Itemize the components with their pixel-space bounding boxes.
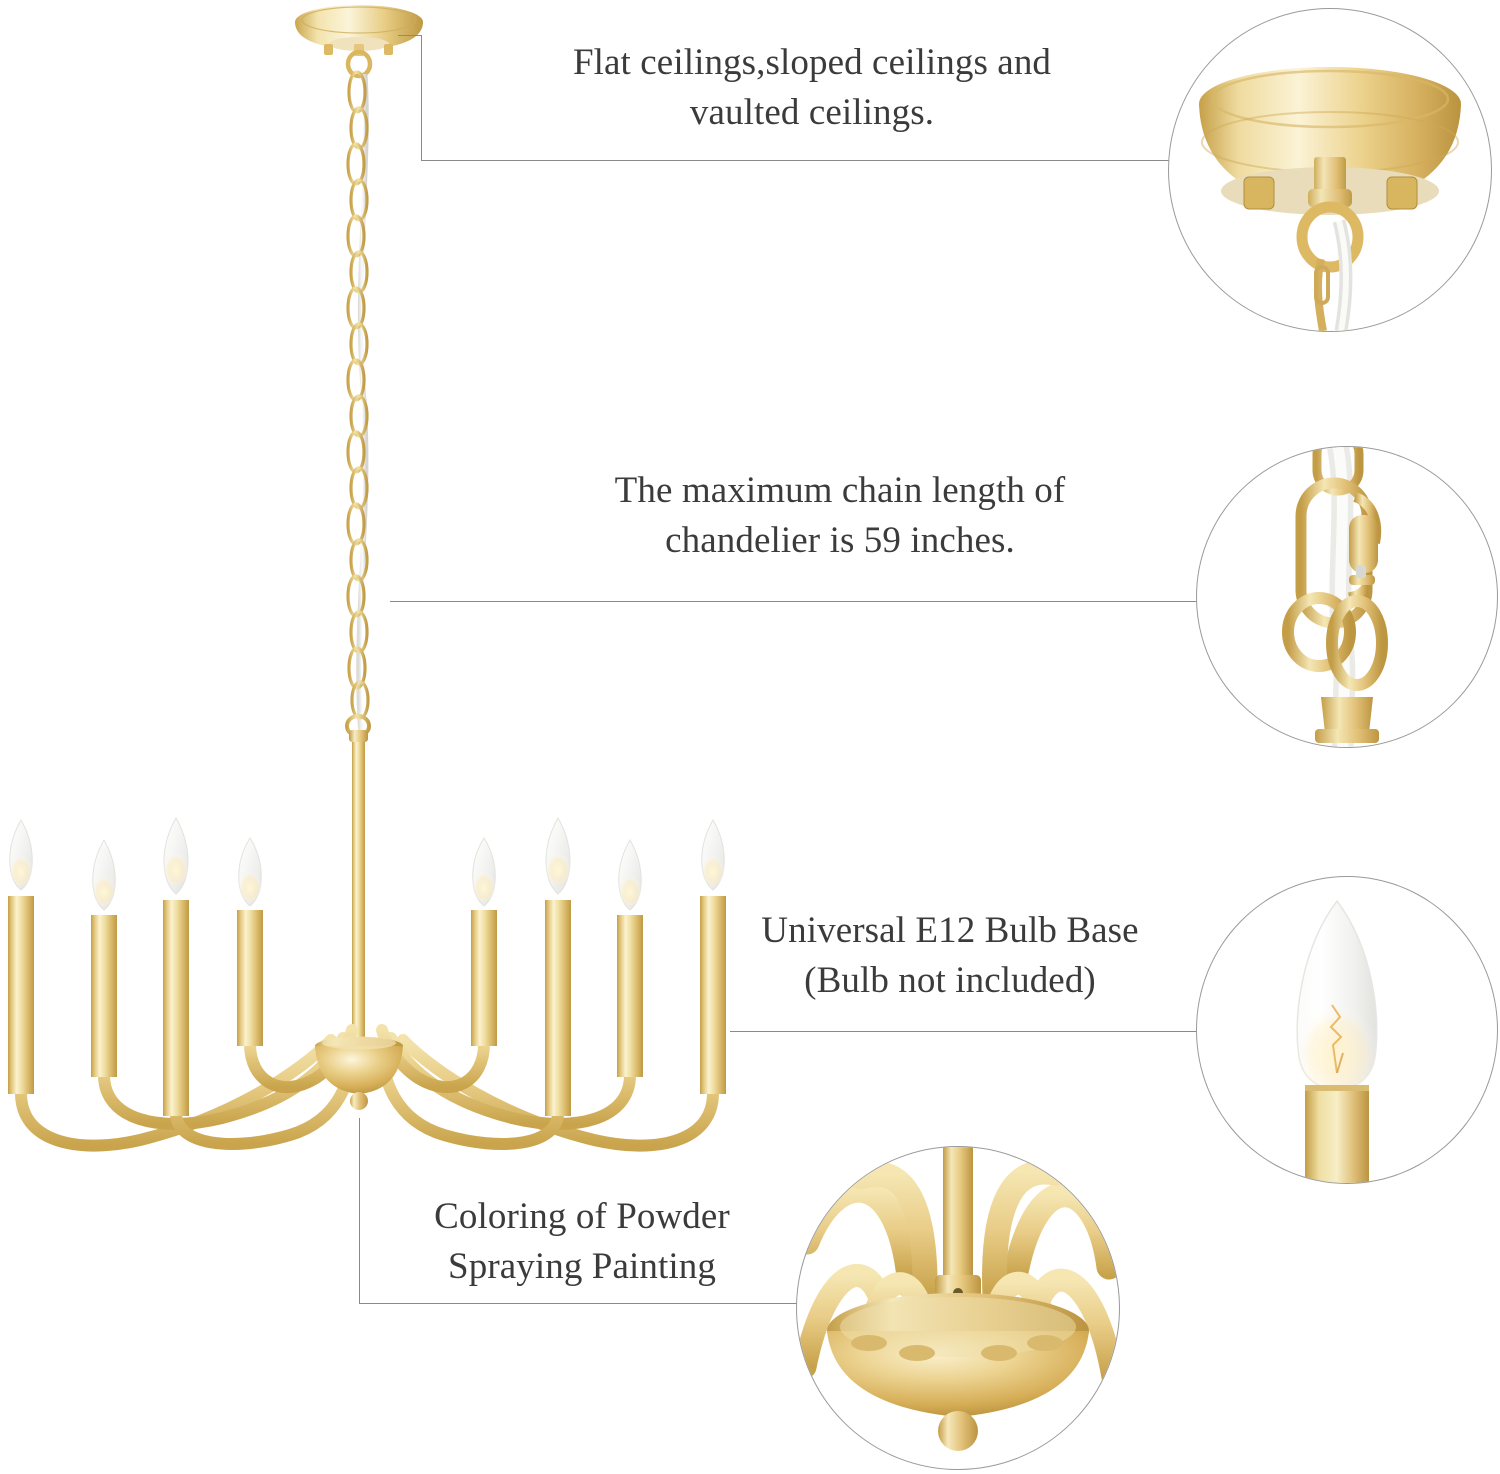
center-bowl <box>315 1036 403 1110</box>
bulb-detail-art <box>1291 899 1383 1183</box>
leader-line-chain <box>390 601 1240 602</box>
leader-line-bulb <box>730 1031 1240 1032</box>
candles <box>8 816 726 1116</box>
finial-ball-detail <box>938 1411 978 1451</box>
callout-text-ceilings: Flat ceilings,sloped ceilings and vaulte… <box>572 42 1052 133</box>
ceiling-canopy <box>295 5 423 79</box>
hub-detail-art <box>797 1147 1119 1451</box>
canopy-detail-art <box>1199 67 1461 331</box>
hanging-chain <box>345 70 371 738</box>
candle-arm <box>91 838 117 1077</box>
chain-link-detail <box>1196 446 1498 748</box>
leader-line-powder-bottom <box>359 1303 899 1304</box>
leader-line-ceilings-top <box>398 35 422 36</box>
candle-arm <box>700 818 726 1094</box>
center-hub-detail <box>796 1146 1120 1470</box>
candle-bulb-detail <box>1196 876 1498 1184</box>
center-rod <box>349 730 368 1046</box>
candle-arm <box>545 816 571 1116</box>
candle-arm <box>617 838 643 1077</box>
candle-arm <box>471 837 497 1046</box>
candle-arm <box>163 816 189 1116</box>
leader-line-powder-vertical <box>359 1118 360 1304</box>
callout-text-bulb: Universal E12 Bulb Base (Bulb not includ… <box>761 910 1139 1001</box>
ceiling-canopy-detail <box>1168 8 1492 332</box>
leader-line-ceilings-bottom <box>421 160 1231 161</box>
finial-ball <box>350 1092 368 1110</box>
candle-arm <box>237 837 263 1046</box>
leader-line-ceilings-vertical <box>421 35 422 161</box>
chainlink-detail-art <box>1282 447 1388 747</box>
candle-arm <box>8 818 34 1094</box>
callout-text-powder: Coloring of Powder Spraying Painting <box>434 1196 730 1287</box>
callout-text-chain: The maximum chain length of chandelier i… <box>614 470 1066 561</box>
